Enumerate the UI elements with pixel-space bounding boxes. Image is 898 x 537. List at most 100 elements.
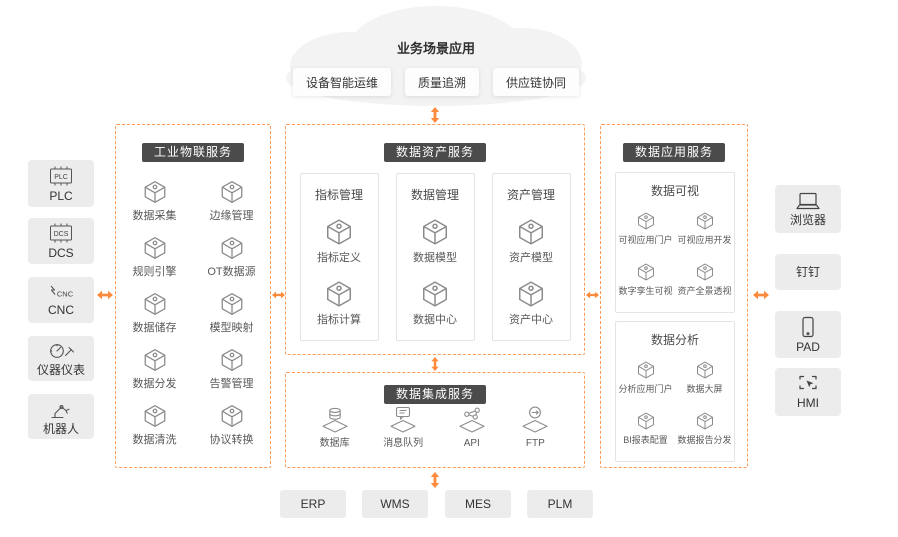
integration-item-label: 消息队列 xyxy=(383,438,424,449)
group-indicator-management: 指标管理 指标定义 指标计算 xyxy=(299,173,379,341)
app-item: 可视应用开发 xyxy=(675,211,734,246)
app-item: 数据报告分发 xyxy=(675,411,734,446)
scenario-chip-supply-chain: 供应链协同 xyxy=(493,68,580,96)
iot-item: 协议转换 xyxy=(193,403,270,446)
analysis-app-portal-icon xyxy=(636,360,656,380)
iot-services-grid: 数据采集 边缘管理 规则引擎 OT数据源 数据储存 模型映射 xyxy=(116,179,270,446)
group-items: 资产模型 资产中心 xyxy=(493,203,570,340)
api-icon xyxy=(457,405,487,435)
system-erp: ERP xyxy=(280,490,346,518)
iot-item-label: 模型映射 xyxy=(209,322,254,334)
app-item: 可视应用门户 xyxy=(616,211,675,246)
asset-item: 数据模型 xyxy=(413,217,457,264)
visual-app-portal-icon xyxy=(636,211,656,231)
integration-item-label: FTP xyxy=(525,438,545,449)
asset-item-label: 指标定义 xyxy=(317,252,361,265)
asset-services-panel: 数据资产服务 指标管理 指标定义 指标计算 数据管理 xyxy=(285,124,585,355)
indicator-calculation-icon xyxy=(324,279,354,309)
integration-services-badge: 数据集成服务 xyxy=(383,385,487,404)
cnc-machine-icon: CNC xyxy=(50,285,74,299)
cloud-title: 业务场景应用 xyxy=(396,41,475,56)
client-hmi: HMI xyxy=(775,368,841,416)
app-item-label: 数据大屏 xyxy=(686,384,723,394)
plc-chip-icon: PLC xyxy=(50,166,72,185)
iot-item-label: 数据清洗 xyxy=(132,434,177,446)
data-report-distribution-icon xyxy=(695,411,715,431)
app-services-panel: 数据应用服务 数据可视 可视应用门户 可视应用开发 数字孪生可视 资 xyxy=(600,124,748,468)
asset-services-badge: 数据资产服务 xyxy=(383,143,487,162)
asset-item: 数据中心 xyxy=(413,279,457,326)
group-title: 数据管理 xyxy=(410,188,459,202)
app-item-label: 资产全景透视 xyxy=(677,286,732,296)
asset-item-label: 资产模型 xyxy=(509,252,553,265)
business-scenario-cloud: 业务场景应用 设备智能运维 质量追溯 供应链协同 xyxy=(286,6,586,106)
digital-twin-icon xyxy=(636,262,656,282)
system-plm: PLM xyxy=(527,490,593,518)
plc-icon-text: PLC xyxy=(54,173,68,180)
integration-items: 数据库 消息队列 API FTP xyxy=(286,405,584,450)
app-item-label: 数据报告分发 xyxy=(677,435,732,445)
iot-item-label: OT数据源 xyxy=(207,266,256,278)
data-model-icon xyxy=(420,217,450,247)
hmi-screen-icon xyxy=(799,375,817,390)
pad-tablet-icon xyxy=(802,316,814,337)
dcs-chip-icon: DCS xyxy=(50,223,72,243)
asset-item-label: 指标计算 xyxy=(317,313,361,326)
asset-center-icon xyxy=(516,279,546,309)
browser-laptop-icon xyxy=(796,192,820,210)
device-dcs-label: DCS xyxy=(48,246,74,260)
app-item: BI报表配置 xyxy=(616,411,675,446)
data-cleaning-icon xyxy=(142,403,168,429)
app-item-label: 可视应用门户 xyxy=(618,235,673,245)
client-dingtalk-label: 钉钉 xyxy=(795,264,820,279)
group-items: 可视应用门户 可视应用开发 数字孪生可视 资产全景透视 xyxy=(616,211,734,297)
app-item-label: BI报表配置 xyxy=(623,435,668,445)
bi-report-config-icon xyxy=(636,411,656,431)
iot-item: 数据采集 xyxy=(116,179,193,222)
asset-item-label: 资产中心 xyxy=(509,313,553,326)
data-collection-icon xyxy=(142,179,168,205)
group-title: 资产管理 xyxy=(506,188,555,202)
client-browser-label: 浏览器 xyxy=(789,213,826,227)
iot-item-label: 告警管理 xyxy=(209,378,254,390)
group-data-management: 数据管理 数据模型 数据中心 xyxy=(395,173,475,341)
asset-item-label: 数据模型 xyxy=(413,252,457,265)
asset-services-groups: 指标管理 指标定义 指标计算 数据管理 xyxy=(286,173,584,341)
data-distribution-icon xyxy=(142,347,168,373)
group-items: 数据模型 数据中心 xyxy=(397,203,474,340)
asset-item: 资产模型 xyxy=(509,217,553,264)
integration-item-label: 数据库 xyxy=(319,438,350,449)
scenario-chip-quality-trace: 质量追溯 xyxy=(404,68,479,96)
iot-item-label: 规则引擎 xyxy=(132,266,177,278)
rule-engine-icon xyxy=(142,235,168,261)
cnc-icon-text: CNC xyxy=(57,290,74,299)
iot-item-label: 数据分发 xyxy=(132,378,177,390)
app-item-label: 分析应用门户 xyxy=(618,384,673,394)
app-item: 数字孪生可视 xyxy=(616,262,675,297)
device-instrument-label: 仪器仪表 xyxy=(36,362,85,377)
data-dashboard-icon xyxy=(695,360,715,380)
integration-item: 数据库 xyxy=(320,405,350,450)
group-title: 指标管理 xyxy=(314,188,363,202)
ot-data-source-icon xyxy=(219,235,245,261)
dcs-icon-text: DCS xyxy=(54,231,69,238)
group-title: 数据分析 xyxy=(650,333,699,347)
asset-item-label: 数据中心 xyxy=(413,313,457,326)
protocol-conversion-icon xyxy=(219,403,245,429)
integration-item: 消息队列 xyxy=(383,405,423,450)
database-icon xyxy=(320,405,350,435)
indicator-definition-icon xyxy=(324,217,354,247)
app-item-label: 可视应用开发 xyxy=(677,235,732,245)
client-hmi-label: HMI xyxy=(797,396,819,410)
iot-item-label: 边缘管理 xyxy=(209,210,254,222)
alarm-management-icon xyxy=(219,347,245,373)
app-item: 资产全景透视 xyxy=(675,262,734,297)
group-data-visualization: 数据可视 可视应用门户 可视应用开发 数字孪生可视 资产全景透视 xyxy=(615,172,735,313)
integration-item-label: API xyxy=(463,438,480,449)
asset-item: 资产中心 xyxy=(509,279,553,326)
system-wms: WMS xyxy=(362,490,428,518)
group-data-analysis: 数据分析 分析应用门户 数据大屏 BI报表配置 数据报告分发 xyxy=(615,321,735,462)
iot-services-panel: 工业物联服务 数据采集 边缘管理 规则引擎 OT数据源 数据储存 xyxy=(115,124,271,468)
device-dcs: DCS DCS xyxy=(28,218,94,264)
